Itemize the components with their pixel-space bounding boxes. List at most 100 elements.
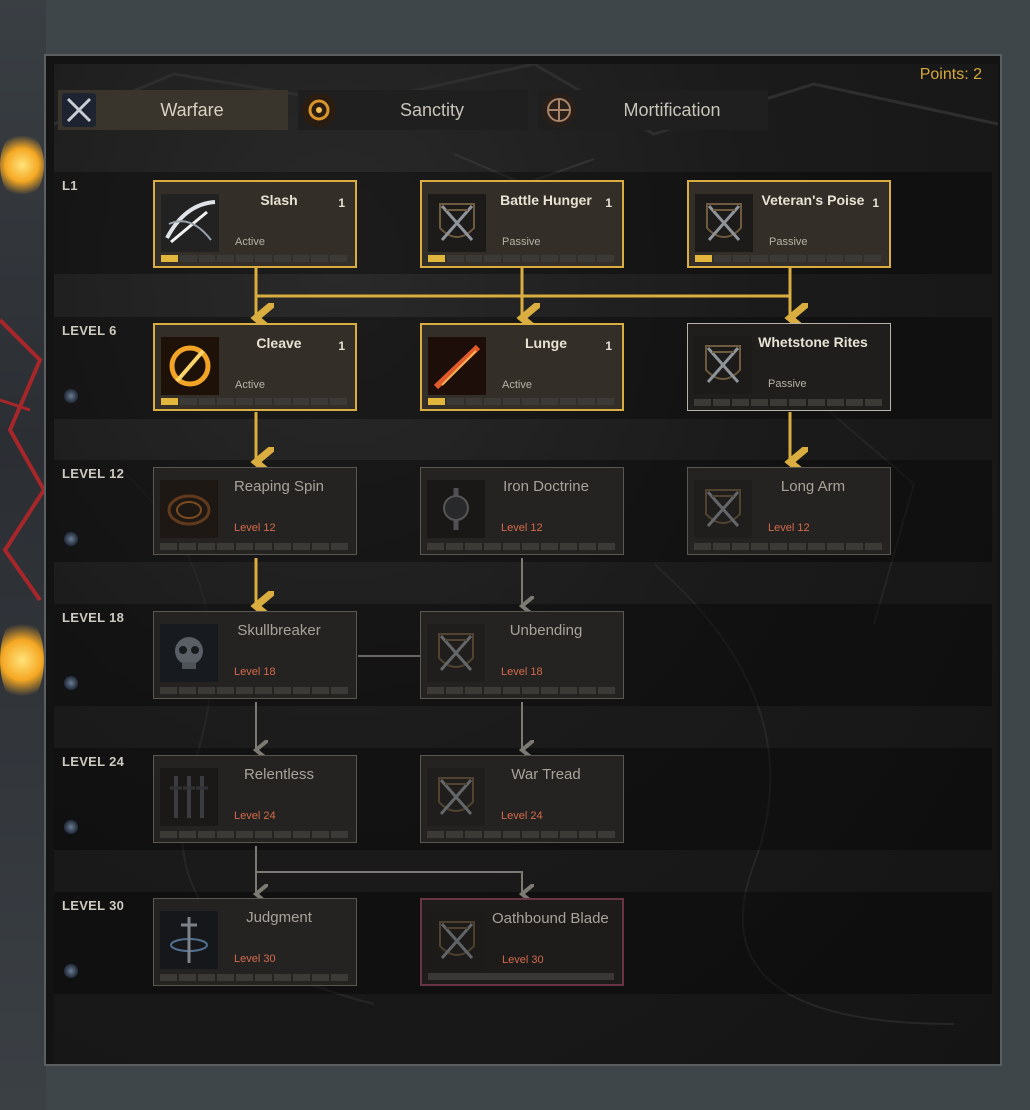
rank-pip [713, 543, 730, 550]
skill-rank-bar [694, 543, 882, 550]
skull-icon [160, 624, 218, 682]
rank-pip [273, 398, 291, 405]
level-lock-icon [64, 820, 78, 834]
skill-rank: 1 [605, 339, 612, 353]
rank-pip [789, 543, 806, 550]
rank-pip [484, 831, 501, 838]
rank-pip [236, 255, 253, 262]
crossed-swords-icon [62, 93, 96, 127]
rank-pip [560, 543, 577, 550]
torch-flame-icon [0, 615, 44, 705]
rank-pip [428, 973, 614, 980]
rank-pip [217, 974, 234, 981]
rank-pip [293, 687, 310, 694]
flagellant-sigil-icon [542, 93, 576, 127]
rank-pip [503, 398, 520, 405]
rank-pip [578, 255, 596, 262]
rank-pip [827, 543, 844, 550]
rank-pip [331, 831, 348, 838]
rank-pip [598, 831, 615, 838]
rank-pip [503, 687, 520, 694]
tab-sanctity[interactable]: Sanctity [298, 90, 528, 130]
skill-name: Battle Hunger [500, 192, 592, 208]
torch-flame-icon [0, 130, 44, 200]
rank-pip [160, 687, 177, 694]
rank-pip [331, 543, 348, 550]
rank-pip [579, 687, 596, 694]
rank-pip [770, 543, 787, 550]
crossed-swords-shield-icon [695, 194, 753, 252]
level-label: LEVEL 6 [62, 323, 117, 338]
skill-rank-bar [427, 831, 615, 838]
crossed-swords-shield-icon [428, 194, 486, 252]
skill-name: Oathbound Blade [492, 910, 609, 927]
rank-pip [788, 255, 806, 262]
rank-pip [770, 255, 787, 262]
skill-unlock-level: Level 18 [234, 666, 276, 678]
rank-pip [217, 255, 235, 262]
rank-pip [560, 831, 577, 838]
rank-pip [522, 543, 539, 550]
level-lock-icon [64, 389, 78, 403]
cleave-icon [161, 337, 219, 395]
skill-rank-bar [161, 398, 347, 405]
rune-circle-decoration [0, 318, 46, 602]
rank-pip [312, 974, 329, 981]
skill-rank: 1 [338, 196, 345, 210]
rank-pip [198, 974, 215, 981]
rank-pip [484, 398, 502, 405]
rank-pip [751, 543, 768, 550]
rank-pip [312, 543, 329, 550]
level-lock-icon [64, 532, 78, 546]
rank-pip [236, 831, 253, 838]
rank-pip [311, 398, 329, 405]
rank-pip [179, 974, 196, 981]
rank-pip [427, 831, 444, 838]
rank-pip [255, 543, 272, 550]
rank-pip [217, 831, 234, 838]
rank-pip [521, 255, 539, 262]
rank-pip [293, 974, 310, 981]
tab-mortification[interactable]: Mortification [538, 90, 768, 130]
rank-pip [846, 543, 863, 550]
rank-pip [865, 399, 882, 406]
skill-type: Active [502, 379, 532, 391]
skill-type: Passive [502, 236, 541, 248]
rank-pip [826, 255, 844, 262]
rank-pip [446, 687, 463, 694]
skill-rank-bar [160, 543, 348, 550]
crossed-swords-shield-icon [427, 768, 485, 826]
rank-pip [695, 255, 712, 262]
rank-pip [713, 399, 730, 406]
holy-sun-icon [302, 93, 336, 127]
tab-warfare[interactable]: Warfare [58, 90, 288, 130]
rank-pip [427, 687, 444, 694]
rank-pip [428, 398, 445, 405]
rank-pip [597, 255, 614, 262]
tab-label: Warfare [160, 99, 224, 120]
rank-pip [540, 398, 558, 405]
rank-pip [578, 398, 596, 405]
rank-pip [541, 543, 558, 550]
skill-name: Judgment [246, 909, 312, 926]
rank-pip [522, 687, 539, 694]
rank-pip [865, 543, 882, 550]
rank-pip [236, 687, 253, 694]
skill-unlock-level: Level 12 [234, 522, 276, 534]
rank-pip [179, 687, 196, 694]
